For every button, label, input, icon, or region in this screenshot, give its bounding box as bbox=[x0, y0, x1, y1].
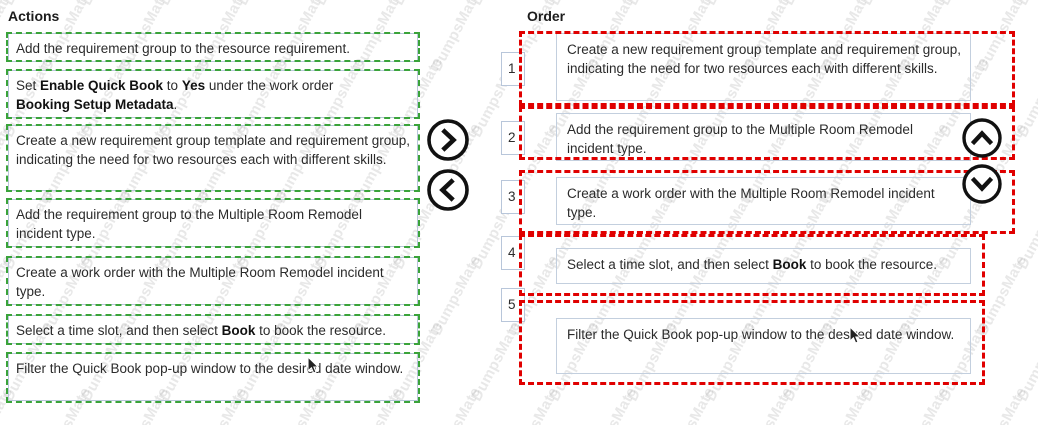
action-item-4[interactable]: Add the requirement group to the Multipl… bbox=[8, 199, 418, 247]
watermark-text: DumpsMate bbox=[1014, 0, 1038, 8]
action-item-5-label: Create a work order with the Multiple Ro… bbox=[16, 265, 384, 299]
action-item-2[interactable]: Set Enable Quick Book to Yes under the w… bbox=[8, 70, 418, 118]
action-item-6[interactable]: Select a time slot, and then select Book… bbox=[8, 315, 418, 344]
order-item-1-label: Create a new requirement group template … bbox=[567, 42, 961, 76]
move-down-button[interactable] bbox=[961, 163, 1003, 205]
watermark-text: DumpsMate bbox=[974, 0, 1031, 74]
order-number-5-label: 5 bbox=[508, 297, 516, 312]
order-item-2-label: Add the requirement group to the Multipl… bbox=[567, 122, 913, 156]
watermark-text: DumpsMate bbox=[234, 0, 290, 8]
action-item-5[interactable]: Create a work order with the Multiple Ro… bbox=[8, 257, 418, 305]
move-left-button[interactable] bbox=[426, 168, 470, 212]
action-item-7-label: Filter the Quick Book pop-up window to t… bbox=[16, 361, 404, 376]
watermark-text: DumpsMate bbox=[1014, 54, 1038, 140]
move-up-button[interactable] bbox=[961, 117, 1003, 159]
watermark-text: DumpsMate bbox=[584, 385, 640, 425]
order-number-3-label: 3 bbox=[508, 189, 516, 204]
watermark-text: DumpsMate bbox=[78, 0, 134, 8]
watermark-text: DumpsMate bbox=[624, 0, 680, 8]
order-number-4-label: 4 bbox=[508, 245, 516, 260]
watermark-text: DumpsMate bbox=[312, 0, 368, 8]
watermark-text: DumpsMate bbox=[896, 385, 952, 425]
mouse-cursor-order bbox=[849, 325, 863, 346]
order-item-5[interactable]: Filter the Quick Book pop-up window to t… bbox=[556, 318, 971, 374]
order-number-2-label: 2 bbox=[508, 130, 516, 145]
watermark-text: DumpsMate bbox=[780, 0, 836, 8]
order-number-3: 3 bbox=[501, 180, 525, 214]
order-number-2: 2 bbox=[501, 121, 525, 155]
order-item-4-label: Select a time slot, and then select Book… bbox=[567, 257, 937, 272]
watermark-text: DumpsMate bbox=[428, 385, 484, 425]
order-number-1: 1 bbox=[501, 52, 525, 86]
order-item-1[interactable]: Create a new requirement group template … bbox=[556, 33, 971, 101]
order-item-2[interactable]: Add the requirement group to the Multipl… bbox=[556, 113, 971, 161]
watermark-text: DumpsMate bbox=[740, 385, 796, 425]
watermark-text: DumpsMate bbox=[974, 385, 1030, 425]
order-item-5-label: Filter the Quick Book pop-up window to t… bbox=[567, 327, 955, 342]
watermark-text: DumpsMate bbox=[818, 385, 874, 425]
mouse-cursor-actions bbox=[307, 355, 321, 376]
action-item-1-label: Add the requirement group to the resourc… bbox=[16, 41, 350, 56]
watermark-text: DumpsMate bbox=[546, 0, 602, 8]
order-number-4: 4 bbox=[501, 236, 525, 270]
watermark-text: DumpsMate bbox=[702, 0, 758, 8]
order-item-3[interactable]: Create a work order with the Multiple Ro… bbox=[556, 177, 971, 225]
actions-column-header: Actions bbox=[8, 8, 60, 24]
watermark-text: DumpsMate bbox=[0, 0, 56, 8]
watermark-text: DumpsMate bbox=[506, 385, 562, 425]
watermark-text: DumpsMate bbox=[156, 0, 212, 8]
watermark-text: DumpsMate bbox=[468, 318, 525, 404]
watermark-text: DumpsMate bbox=[936, 0, 992, 8]
order-number-1-label: 1 bbox=[508, 61, 516, 76]
watermark-text: DumpsMate bbox=[428, 0, 485, 74]
order-item-3-label: Create a work order with the Multiple Ro… bbox=[567, 186, 935, 220]
action-item-1[interactable]: Add the requirement group to the resourc… bbox=[8, 33, 418, 62]
watermark-text: DumpsMate bbox=[662, 385, 718, 425]
watermark-text: DumpsMate bbox=[468, 0, 524, 8]
watermark-text: DumpsMate bbox=[428, 252, 485, 338]
action-item-2-label: Set Enable Quick Book to Yes under the w… bbox=[16, 78, 334, 112]
watermark-text: DumpsMate bbox=[858, 0, 914, 8]
watermark-text: DumpsMate bbox=[390, 0, 446, 8]
move-right-button[interactable] bbox=[426, 118, 470, 162]
order-item-4[interactable]: Select a time slot, and then select Book… bbox=[556, 248, 971, 284]
action-item-3-label: Create a new requirement group template … bbox=[16, 133, 410, 167]
order-column-header: Order bbox=[527, 8, 566, 24]
order-number-5: 5 bbox=[501, 288, 525, 322]
watermark-text: DumpsMate bbox=[1014, 318, 1038, 404]
action-item-6-label: Select a time slot, and then select Book… bbox=[16, 323, 386, 338]
action-item-4-label: Add the requirement group to the Multipl… bbox=[16, 207, 362, 241]
action-item-7[interactable]: Filter the Quick Book pop-up window to t… bbox=[8, 353, 418, 401]
watermark-text: DumpsMate bbox=[974, 252, 1031, 338]
watermark-text: DumpsMate bbox=[1014, 186, 1038, 272]
action-item-3[interactable]: Create a new requirement group template … bbox=[8, 125, 418, 191]
